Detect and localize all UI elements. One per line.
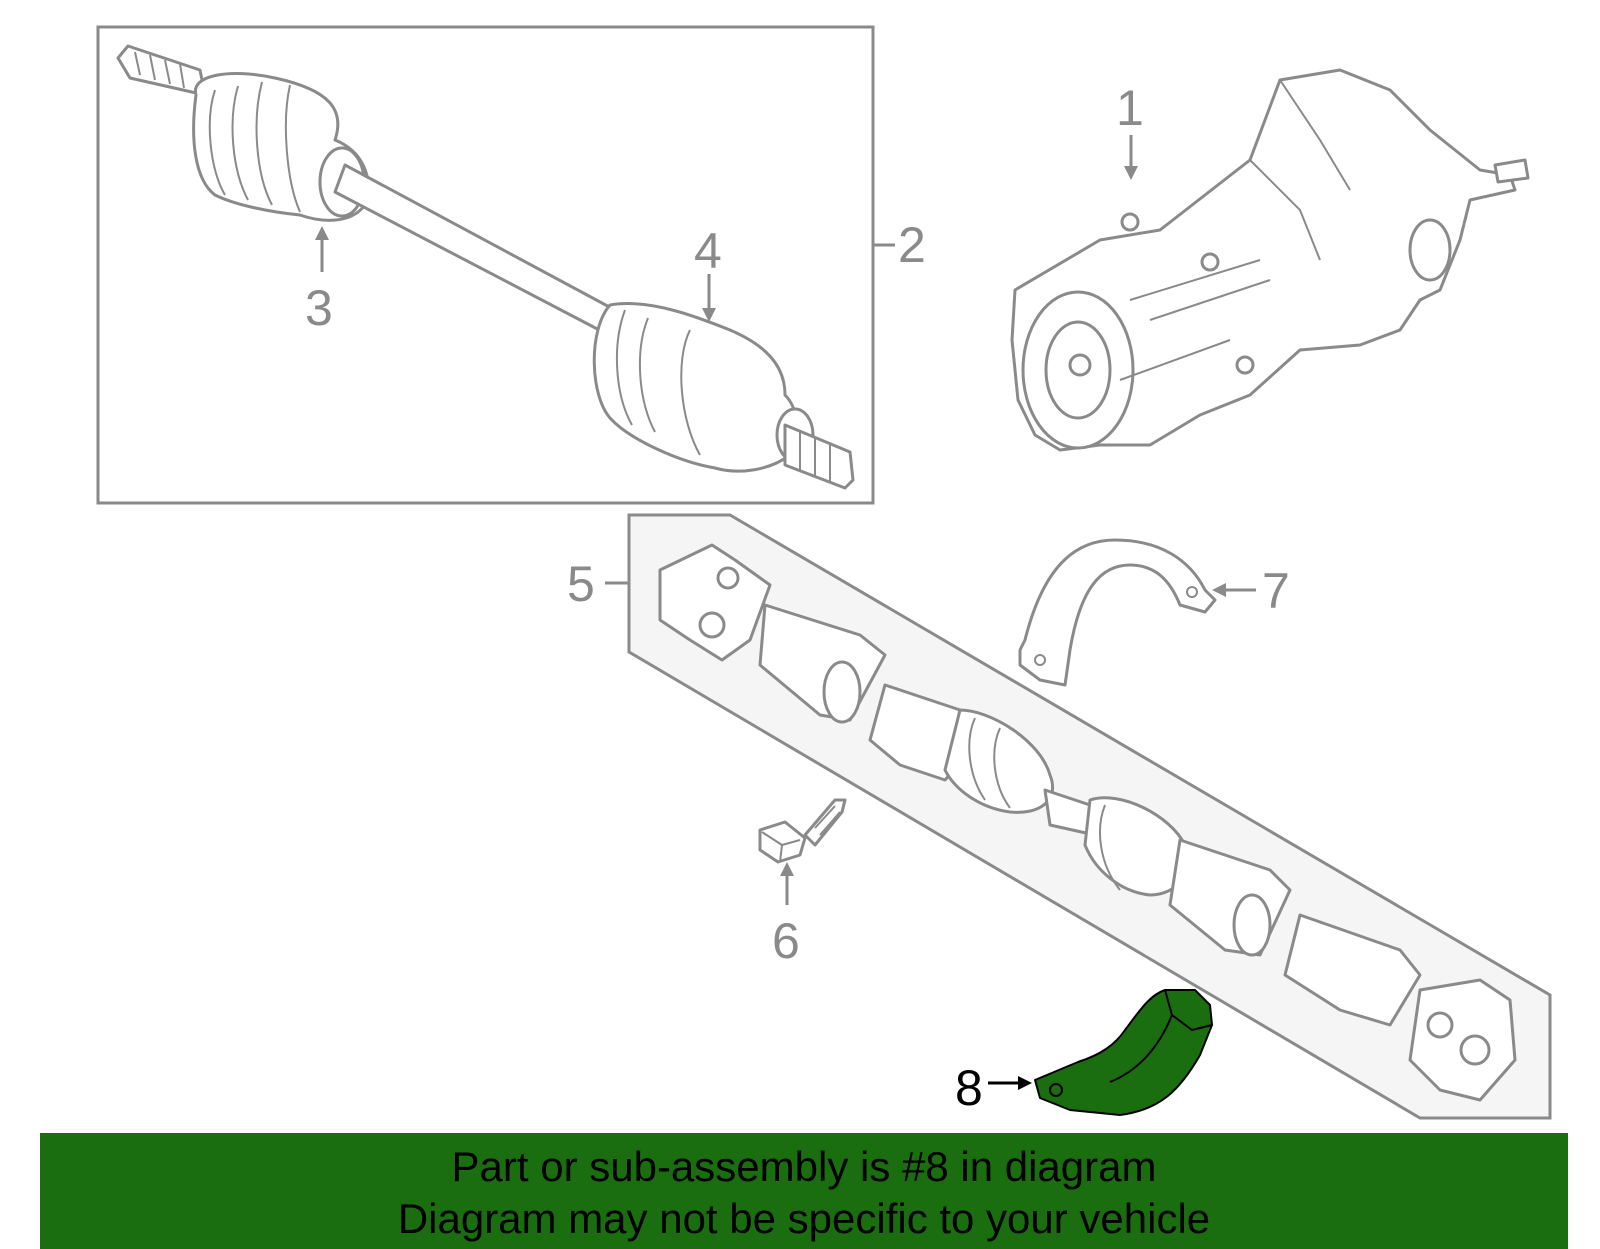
differential-assembly[interactable] [1010,68,1530,452]
callout-4-arrowhead [702,308,716,322]
callout-7: 7 [1262,563,1290,619]
callout-4: 4 [694,223,722,279]
bolt[interactable] [758,798,847,864]
axle-shaft-assembly[interactable] [116,44,855,490]
callout-6-arrowhead [780,862,794,876]
banner-line-1: Part or sub-assembly is #8 in diagram [451,1143,1157,1190]
banner-line-2: Diagram may not be specific to your vehi… [397,1195,1211,1242]
highlighted-bracket-part-8[interactable] [1034,989,1213,1116]
parts-diagram: 3 4 2 1 5 [96,25,1552,1120]
callout-1: 1 [1116,80,1144,136]
callout-5: 5 [567,556,595,612]
callout-2: 2 [898,217,926,273]
axle-shaft-group-box [96,25,875,505]
propeller-shaft-assembly[interactable] [658,543,1517,1102]
callout-7-arrowhead [1212,583,1226,597]
callout-8-arrowhead [1018,1076,1032,1090]
callout-3-arrowhead [315,226,329,240]
callout-3: 3 [305,280,333,336]
info-banner: Part or sub-assembly is #8 in diagram Di… [40,1133,1568,1249]
bearing-clamp[interactable] [1018,538,1217,687]
callout-6: 6 [772,913,800,969]
callout-1-arrowhead [1124,166,1138,180]
callout-8: 8 [955,1060,983,1116]
